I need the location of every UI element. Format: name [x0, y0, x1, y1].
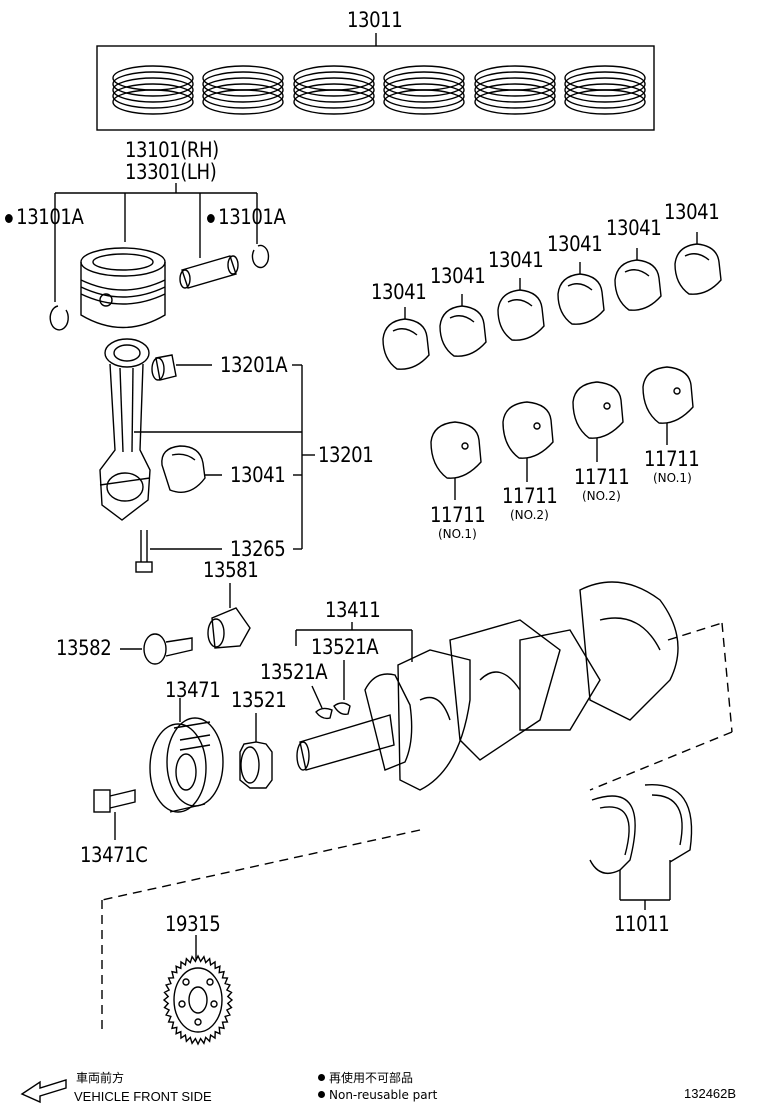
piston-ring: [383, 65, 465, 115]
label-crank-bearing: 13041: [547, 232, 603, 256]
note-main-bearing: (NO.1): [653, 471, 692, 485]
piston-ring: [202, 65, 284, 115]
rotor-hole: [210, 1000, 218, 1008]
rotor-inner: [173, 967, 223, 1033]
key-shapes: [315, 702, 351, 720]
main-bearing-shell: [642, 366, 694, 445]
main-bearing-shell: [502, 401, 554, 482]
label-piston-lh: 13301(LH): [125, 160, 217, 184]
front-arrow-icon: [20, 1079, 67, 1104]
conrod-bushing-shape: [151, 354, 177, 381]
crank-bearing-shell: [557, 262, 605, 325]
label-piston-ring-set: 13011: [347, 8, 403, 32]
piston-leaders: [54, 183, 258, 302]
label-conrod-assy: 13201: [318, 443, 374, 467]
note-main-bearing: (NO.2): [510, 508, 549, 522]
rotor-hole: [206, 978, 214, 986]
nonreusable-dot-icon: [318, 1074, 325, 1081]
rotor-hole: [182, 978, 190, 986]
piston-pin-shape: [179, 255, 239, 289]
pilot-bearing-shape: [207, 583, 251, 649]
piston-ring-set-box: [96, 33, 655, 131]
label-thrust-washer: 11011: [614, 912, 670, 936]
dashed-boundary: [101, 622, 733, 1030]
piston-rings: [112, 65, 646, 115]
crank-bearing-shell: [674, 232, 722, 295]
snap-ring-left-shape: [49, 305, 69, 331]
label-timing-gear: 13521: [231, 688, 287, 712]
timing-rotor-shape: [162, 935, 234, 1046]
conrod-bolt-shape: [135, 530, 153, 573]
label-crank-bearing: 13041: [488, 248, 544, 272]
label-crank-bearing: 13041: [606, 216, 662, 240]
front-direction-en: VEHICLE FRONT SIDE: [74, 1089, 212, 1104]
crankshaft-leaders: [295, 622, 413, 709]
label-conrod-bushing: 13201A: [220, 353, 288, 377]
piston-shape: [80, 247, 166, 329]
label-pulley: 13471: [165, 678, 221, 702]
label-snap-ring-left: 13101A: [5, 207, 84, 228]
crank-bearing-shell: [439, 294, 487, 357]
piston-ring: [474, 65, 556, 115]
legend-en: Non-reusable part: [318, 1089, 437, 1101]
rotor-teeth: [162, 954, 234, 1046]
rotor-hole: [178, 1000, 186, 1008]
piston-ring: [564, 65, 646, 115]
main-bearings: [430, 366, 694, 500]
main-bearing-shell: [572, 381, 624, 462]
thrust-washer-shapes: [589, 784, 693, 910]
front-direction-jp: 車両前方: [76, 1071, 125, 1085]
label-crank-bearing: 13041: [664, 200, 720, 224]
label-crankshaft: 13411: [325, 598, 381, 622]
crank-bearing-shell: [497, 278, 545, 341]
piston-ring: [112, 65, 194, 115]
legend-jp: 再使用不可部品: [318, 1072, 413, 1084]
rotor-hub: [188, 986, 208, 1014]
diagram-id: 132462B: [684, 1086, 737, 1101]
flywheel-bolt-shape: [120, 633, 193, 665]
label-key: 13521A: [311, 635, 379, 659]
nonreusable-dot-icon: [318, 1091, 325, 1098]
nonreusable-dot-icon: [5, 214, 13, 223]
crankshaft-shape: [296, 581, 679, 791]
nonreusable-dot-icon: [207, 214, 215, 223]
label-main-bearing: 11711: [430, 503, 486, 527]
label-main-bearing: 11711: [644, 447, 700, 471]
label-conrod-bearing: 13041: [230, 463, 286, 487]
crank-bearing-shell: [382, 307, 430, 370]
label-timing-rotor: 19315: [165, 912, 221, 936]
note-main-bearing: (NO.2): [582, 489, 621, 503]
conrod-bearing-shape: [161, 445, 206, 493]
pulley-shape: [149, 698, 224, 813]
crank-bearing-shell: [614, 248, 662, 311]
label-pilot-bearing: 13581: [203, 558, 259, 582]
conrod-leaders: [134, 364, 315, 550]
label-main-bearing: 11711: [574, 465, 630, 489]
note-main-bearing: (NO.1): [438, 527, 477, 541]
pulley-bolt-shape: [93, 789, 136, 840]
main-bearing-shell: [430, 421, 482, 500]
label-pulley-bolt: 13471C: [80, 843, 148, 867]
label-crank-bearing: 13041: [430, 264, 486, 288]
label-snap-ring-right: 13101A: [207, 207, 286, 228]
label-conrod-bolt: 13265: [230, 537, 286, 561]
label-crank-bearing: 13041: [371, 280, 427, 304]
label-flywheel-bolt: 13582: [56, 636, 112, 660]
label-key: 13521A: [260, 660, 328, 684]
timing-gear-shape: [239, 713, 273, 789]
crank-bearings: [382, 232, 722, 370]
label-piston-rh: 13101(RH): [125, 138, 219, 162]
snap-ring-right-shape: [251, 244, 270, 269]
piston-ring: [293, 65, 375, 115]
connecting-rod-shape: [99, 338, 151, 521]
label-main-bearing: 11711: [502, 484, 558, 508]
rotor-hole: [194, 1018, 202, 1026]
